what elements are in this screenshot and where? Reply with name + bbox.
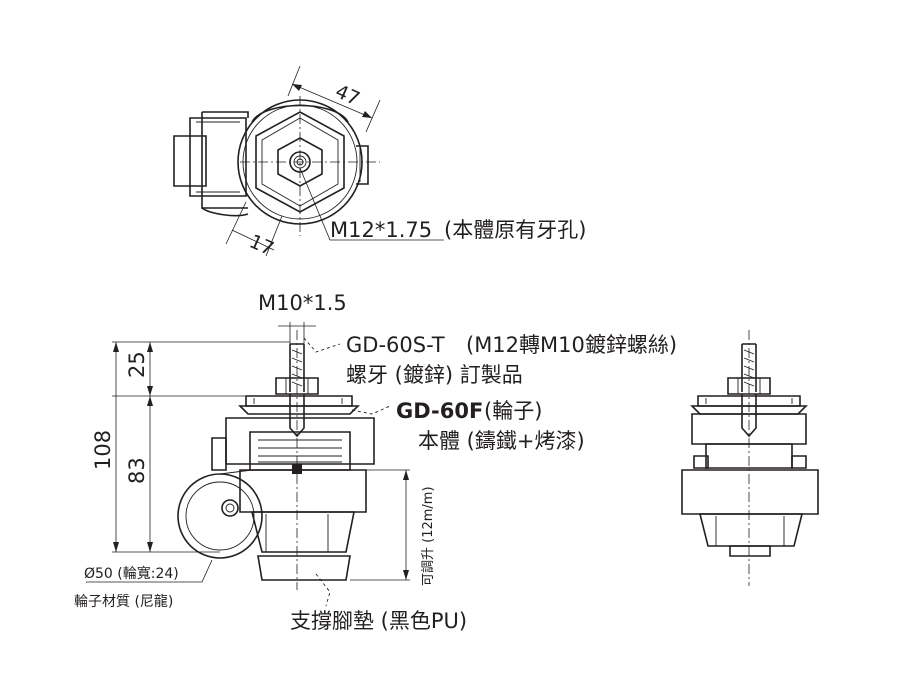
wheel-material: 輪子材質 (尼龍)	[74, 593, 173, 610]
body-model: GD-60F	[396, 399, 483, 423]
front-view	[86, 322, 410, 607]
dim-upper-label: 25	[125, 351, 149, 378]
stud-desc-1: (M12轉M10鍍鋅螺絲)	[466, 333, 677, 357]
body-desc: 本體 (鑄鐵+烤漆)	[418, 429, 585, 453]
dim-lower-label: 83	[125, 457, 149, 484]
thread-note: (本體原有牙孔)	[444, 218, 586, 242]
pad-label: 支撐腳墊 (黑色PU)	[290, 609, 467, 633]
side-view	[681, 330, 819, 586]
adjust-label: 可調升 (12m/m)	[421, 486, 436, 586]
stud-model: GD-60S-T	[346, 333, 445, 357]
top-view	[173, 65, 444, 257]
body-model-note: (輪子)	[484, 399, 542, 423]
wheel-dim: Ø50 (輪寬:24)	[84, 565, 179, 582]
stud-desc-2: 螺牙 (鍍鋅) 訂製品	[346, 363, 523, 387]
dim-width-label: 47	[332, 80, 363, 110]
dim-hex-label: 17	[246, 230, 277, 260]
stud-thread-label: M10*1.5	[258, 291, 347, 315]
dim-total-label: 108	[91, 430, 115, 470]
thread-label: M12*1.75	[330, 218, 432, 242]
